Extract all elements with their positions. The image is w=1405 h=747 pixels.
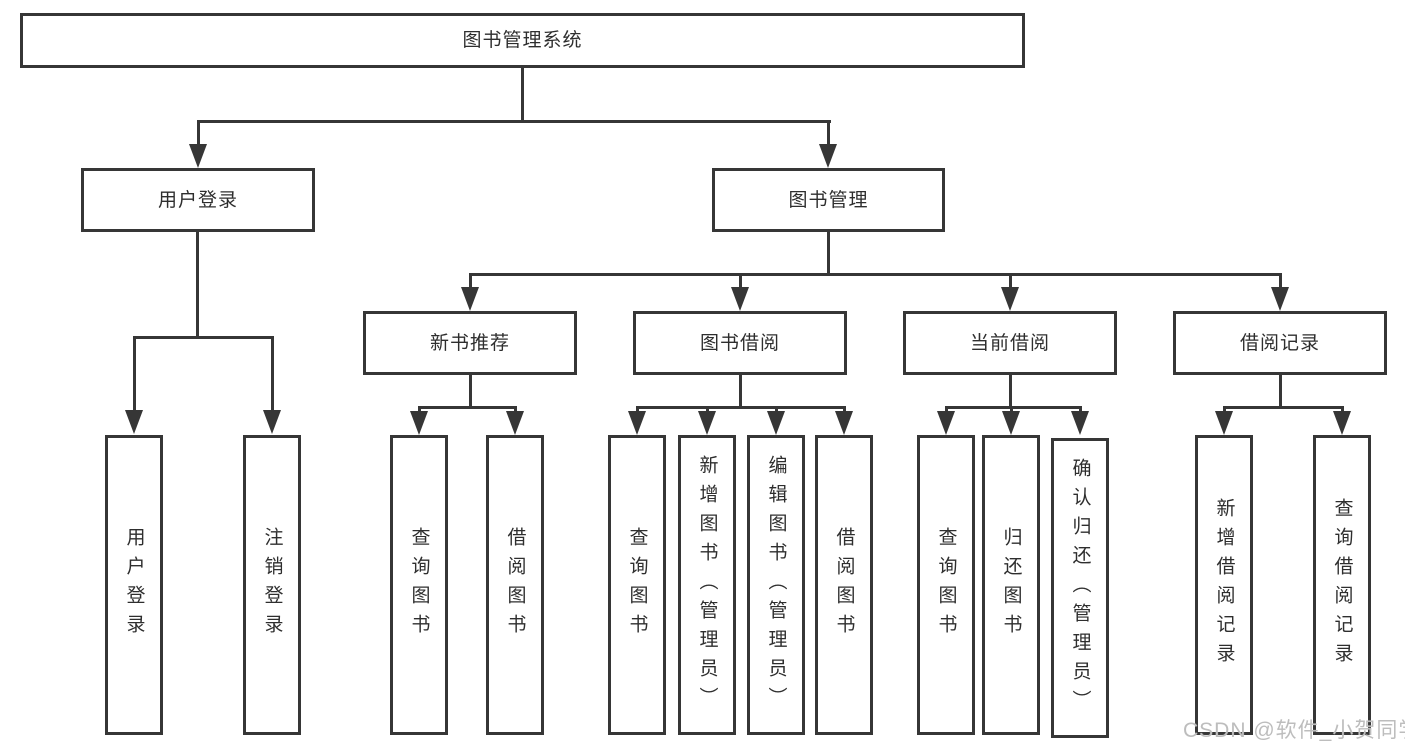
connector-newbook-branch <box>419 406 516 409</box>
arrow-down-icon <box>1271 287 1289 311</box>
arrow-down-icon <box>410 411 428 435</box>
leaf-query-borrow-record-label: 查询借阅记录 <box>1331 498 1353 672</box>
connector-mgmt-stem <box>827 232 830 275</box>
node-new-book-recommend-label: 新书推荐 <box>429 332 510 354</box>
arrow-down-icon <box>1215 411 1233 435</box>
connector-current-stem <box>1009 375 1012 408</box>
node-book-borrowing: 图书借阅 <box>633 311 847 375</box>
leaf-query-books-borrow: 查询图书 <box>608 435 666 735</box>
connector-current-drop <box>1010 406 1013 414</box>
leaf-query-books-newbook: 查询图书 <box>390 435 448 735</box>
connector-mgmt-drop <box>1279 273 1282 289</box>
connector-records-drop <box>1341 406 1344 414</box>
connector-mgmt-drop <box>1009 273 1012 289</box>
connector-current-branch <box>946 406 1081 409</box>
connector-borrow-stem <box>739 375 742 408</box>
arrow-down-icon <box>461 287 479 311</box>
connector-login-stem <box>196 232 199 338</box>
connector-borrow-drop <box>706 406 709 414</box>
node-current-borrowing: 当前借阅 <box>903 311 1117 375</box>
arrow-down-icon <box>1333 411 1351 435</box>
connector-current-drop <box>1079 406 1082 414</box>
node-book-management: 图书管理 <box>712 168 945 232</box>
leaf-edit-books-admin: 编辑图书（管理员） <box>747 435 805 735</box>
connector-current-drop <box>945 406 948 414</box>
node-book-borrowing-label: 图书借阅 <box>699 332 780 354</box>
leaf-user-login: 用户登录 <box>105 435 163 735</box>
connector-borrow-drop <box>636 406 639 414</box>
node-book-management-system: 图书管理系统 <box>20 13 1025 68</box>
arrow-down-icon <box>628 411 646 435</box>
connector-borrow-branch <box>637 406 845 409</box>
connector-mgmt-branch <box>470 273 1281 276</box>
connector-root-right-drop <box>827 120 830 147</box>
arrow-down-icon <box>189 144 207 168</box>
leaf-query-books-borrow-label: 查询图书 <box>626 527 648 643</box>
leaf-borrow-books-borrow: 借阅图书 <box>815 435 873 735</box>
connector-root-stem <box>521 68 524 121</box>
connector-root-left-drop <box>197 120 200 147</box>
connector-mgmt-drop <box>739 273 742 289</box>
leaf-add-borrow-record-label: 新增借阅记录 <box>1213 498 1235 672</box>
node-book-management-label: 图书管理 <box>788 189 869 211</box>
leaf-return-books: 归还图书 <box>982 435 1040 735</box>
connector-login-left-drop <box>133 336 136 412</box>
leaf-confirm-return-admin-label: 确认归还（管理员） <box>1069 457 1091 719</box>
arrow-down-icon <box>1001 287 1019 311</box>
arrow-down-icon <box>819 144 837 168</box>
node-user-login: 用户登录 <box>81 168 315 232</box>
connector-records-drop <box>1223 406 1226 414</box>
leaf-query-books-current-label: 查询图书 <box>935 527 957 643</box>
arrow-down-icon <box>698 411 716 435</box>
arrow-down-icon <box>506 411 524 435</box>
connector-mgmt-drop <box>469 273 472 289</box>
leaf-query-books-newbook-label: 查询图书 <box>408 527 430 643</box>
connector-borrow-drop <box>775 406 778 414</box>
leaf-return-books-label: 归还图书 <box>1000 527 1022 643</box>
leaf-add-books-admin-label: 新增图书（管理员） <box>696 454 718 716</box>
connector-login-right-drop <box>271 336 274 412</box>
leaf-confirm-return-admin: 确认归还（管理员） <box>1051 438 1109 738</box>
arrow-down-icon <box>937 411 955 435</box>
connector-records-branch <box>1224 406 1343 409</box>
leaf-logout-label: 注销登录 <box>261 527 283 643</box>
leaf-logout: 注销登录 <box>243 435 301 735</box>
connector-newbook-drop <box>418 406 421 414</box>
leaf-query-books-current: 查询图书 <box>917 435 975 735</box>
arrow-down-icon <box>1071 411 1089 435</box>
leaf-borrow-books-newbook: 借阅图书 <box>486 435 544 735</box>
leaf-borrow-books-newbook-label: 借阅图书 <box>504 527 526 643</box>
node-borrow-records-label: 借阅记录 <box>1239 332 1320 354</box>
arrow-down-icon <box>1002 411 1020 435</box>
connector-newbook-drop <box>514 406 517 414</box>
arrow-down-icon <box>767 411 785 435</box>
arrow-down-icon <box>125 410 143 434</box>
node-book-management-system-label: 图书管理系统 <box>462 30 583 51</box>
leaf-add-borrow-record: 新增借阅记录 <box>1195 435 1253 735</box>
node-borrow-records: 借阅记录 <box>1173 311 1387 375</box>
connector-borrow-drop <box>843 406 846 414</box>
connector-records-stem <box>1279 375 1282 408</box>
connector-root-branch <box>197 120 831 123</box>
node-current-borrowing-label: 当前借阅 <box>969 332 1050 354</box>
node-new-book-recommend: 新书推荐 <box>363 311 577 375</box>
node-user-login-label: 用户登录 <box>157 189 238 211</box>
csdn-watermark: CSDN @软件_小贺同学 <box>1183 719 1405 742</box>
connector-newbook-stem <box>469 375 472 408</box>
leaf-query-borrow-record: 查询借阅记录 <box>1313 435 1371 735</box>
leaf-add-books-admin: 新增图书（管理员） <box>678 435 736 735</box>
connector-login-branch <box>133 336 274 339</box>
leaf-edit-books-admin-label: 编辑图书（管理员） <box>765 454 787 716</box>
arrow-down-icon <box>731 287 749 311</box>
arrow-down-icon <box>835 411 853 435</box>
leaf-borrow-books-borrow-label: 借阅图书 <box>833 527 855 643</box>
arrow-down-icon <box>263 410 281 434</box>
leaf-user-login-label: 用户登录 <box>123 527 145 643</box>
